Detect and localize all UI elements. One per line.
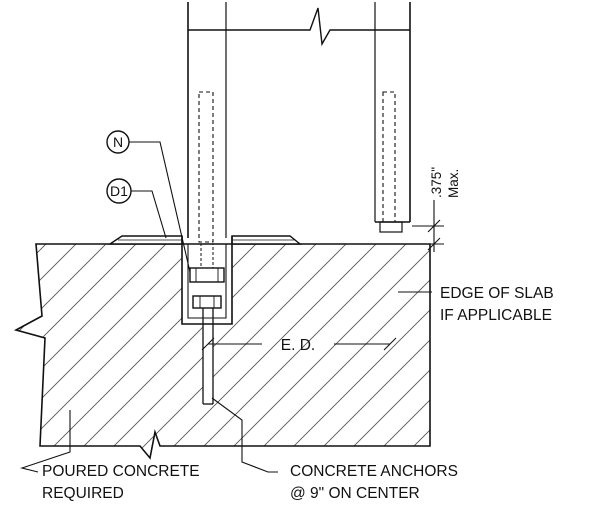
callout-n-label: N	[113, 134, 123, 150]
poured-concrete-leader	[20, 410, 71, 473]
hidden-anchor-left	[198, 91, 214, 243]
concrete-anchors-leader	[211, 397, 278, 473]
right-foot-block	[379, 221, 403, 233]
base-plate	[107, 235, 302, 245]
callout-d1-label: D1	[110, 183, 128, 199]
callout-d1: D1	[106, 178, 167, 239]
edge-distance-label: E. D.	[281, 337, 315, 354]
slab-outline	[13, 243, 431, 460]
edge-distance-dimension	[201, 337, 397, 351]
callout-n-leader	[129, 141, 191, 273]
hidden-anchor-right	[382, 91, 396, 223]
poured-concrete-line1: POURED CONCRETE	[42, 463, 200, 480]
anchor-assembly	[181, 236, 233, 405]
gap-dimension-value: .375"	[429, 167, 444, 198]
poured-concrete-line2: REQUIRED	[42, 485, 124, 502]
concrete-slab	[13, 243, 431, 460]
post-column	[187, 2, 411, 243]
edge-of-slab-line2: IF APPLICABLE	[440, 307, 552, 324]
anchor-head	[192, 295, 222, 309]
gap-dimension-max: Max.	[446, 169, 461, 198]
gap-dimension	[412, 200, 444, 252]
nut	[189, 267, 225, 283]
edge-of-slab-line1: EDGE OF SLAB	[440, 285, 554, 302]
callout-n: N	[106, 130, 191, 273]
anchor-shaft-bg	[203, 324, 213, 404]
stud-upper	[200, 243, 214, 269]
anchor-pocket-bg	[182, 244, 232, 324]
callout-d1-leader	[131, 190, 167, 239]
concrete-anchors-line2: @ 9" ON CENTER	[290, 485, 420, 502]
concrete-anchors-line1: CONCRETE ANCHORS	[290, 463, 458, 480]
slab-hatch	[16, 244, 430, 458]
break-line-top	[188, 7, 410, 47]
